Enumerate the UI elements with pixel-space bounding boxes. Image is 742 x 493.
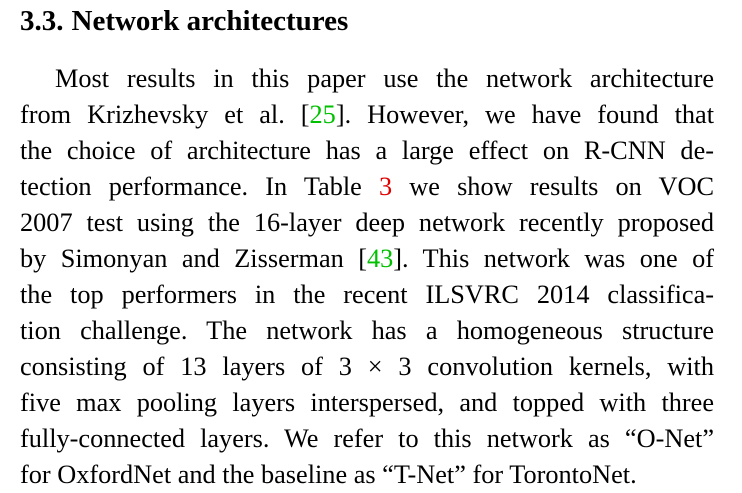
section-number: 3.3. (20, 5, 64, 37)
paragraph-line: from Krizhevsky et al. [25]. However, we… (20, 97, 714, 133)
document-page: 3.3.Network architectures Most results i… (20, 0, 714, 493)
text-run: by Simonyan and Zisserman [ (20, 244, 367, 273)
table-reference-link[interactable]: 3 (378, 172, 393, 201)
paragraph-line: the top performers in the recent ILSVRC … (20, 277, 714, 313)
text-run: the choice of architecture has a large e… (20, 136, 714, 165)
text-run: we show results on VOC (392, 172, 714, 201)
text-run: [ (300, 100, 310, 129)
paragraph-line: Most results in this paper use the netwo… (20, 61, 714, 97)
text-run: tion challenge. The network has a homoge… (20, 316, 714, 345)
paragraph-line: tion challenge. The network has a homoge… (20, 313, 714, 349)
paragraph-line: consisting of 13 layers of 3 × 3 convolu… (20, 349, 714, 385)
text-run: 2007 test using the 16-layer deep networ… (20, 208, 714, 237)
text-run: from Krizhevsky et al. (20, 100, 301, 129)
text-run: consisting of 13 layers of 3 × 3 convolu… (20, 352, 714, 381)
paragraph-line: the choice of architecture has a large e… (20, 133, 714, 169)
section-heading: 3.3.Network architectures (20, 4, 714, 38)
paragraph-line: by Simonyan and Zisserman [43]. This net… (20, 241, 714, 277)
body-paragraph: Most results in this paper use the netwo… (20, 61, 714, 493)
text-run: ]. This network was one of (393, 244, 715, 273)
text-run: tection performance. In Table (20, 172, 379, 201)
text-run: Most results in this paper use the netwo… (55, 64, 714, 93)
text-run: ]. However, we have found that (335, 100, 714, 129)
paragraph-line: 2007 test using the 16-layer deep networ… (20, 205, 714, 241)
paragraph-line: five max pooling layers interspersed, an… (20, 385, 714, 421)
text-run: the top performers in the recent ILSVRC … (20, 280, 714, 309)
paragraph-line: tection performance. In Table 3 we show … (20, 169, 714, 205)
text-run: fully-connected layers. We refer to this… (20, 424, 714, 453)
paragraph-line: fully-connected layers. We refer to this… (20, 421, 714, 457)
section-title: Network architectures (71, 5, 349, 37)
paragraph-line: for OxfordNet and the baseline as “T-Net… (20, 457, 714, 493)
text-run: for OxfordNet and the baseline as “T-Net… (20, 460, 637, 489)
citation-link[interactable]: 43 (366, 244, 394, 273)
citation-link[interactable]: 25 (309, 100, 336, 129)
text-run: five max pooling layers interspersed, an… (20, 388, 714, 417)
